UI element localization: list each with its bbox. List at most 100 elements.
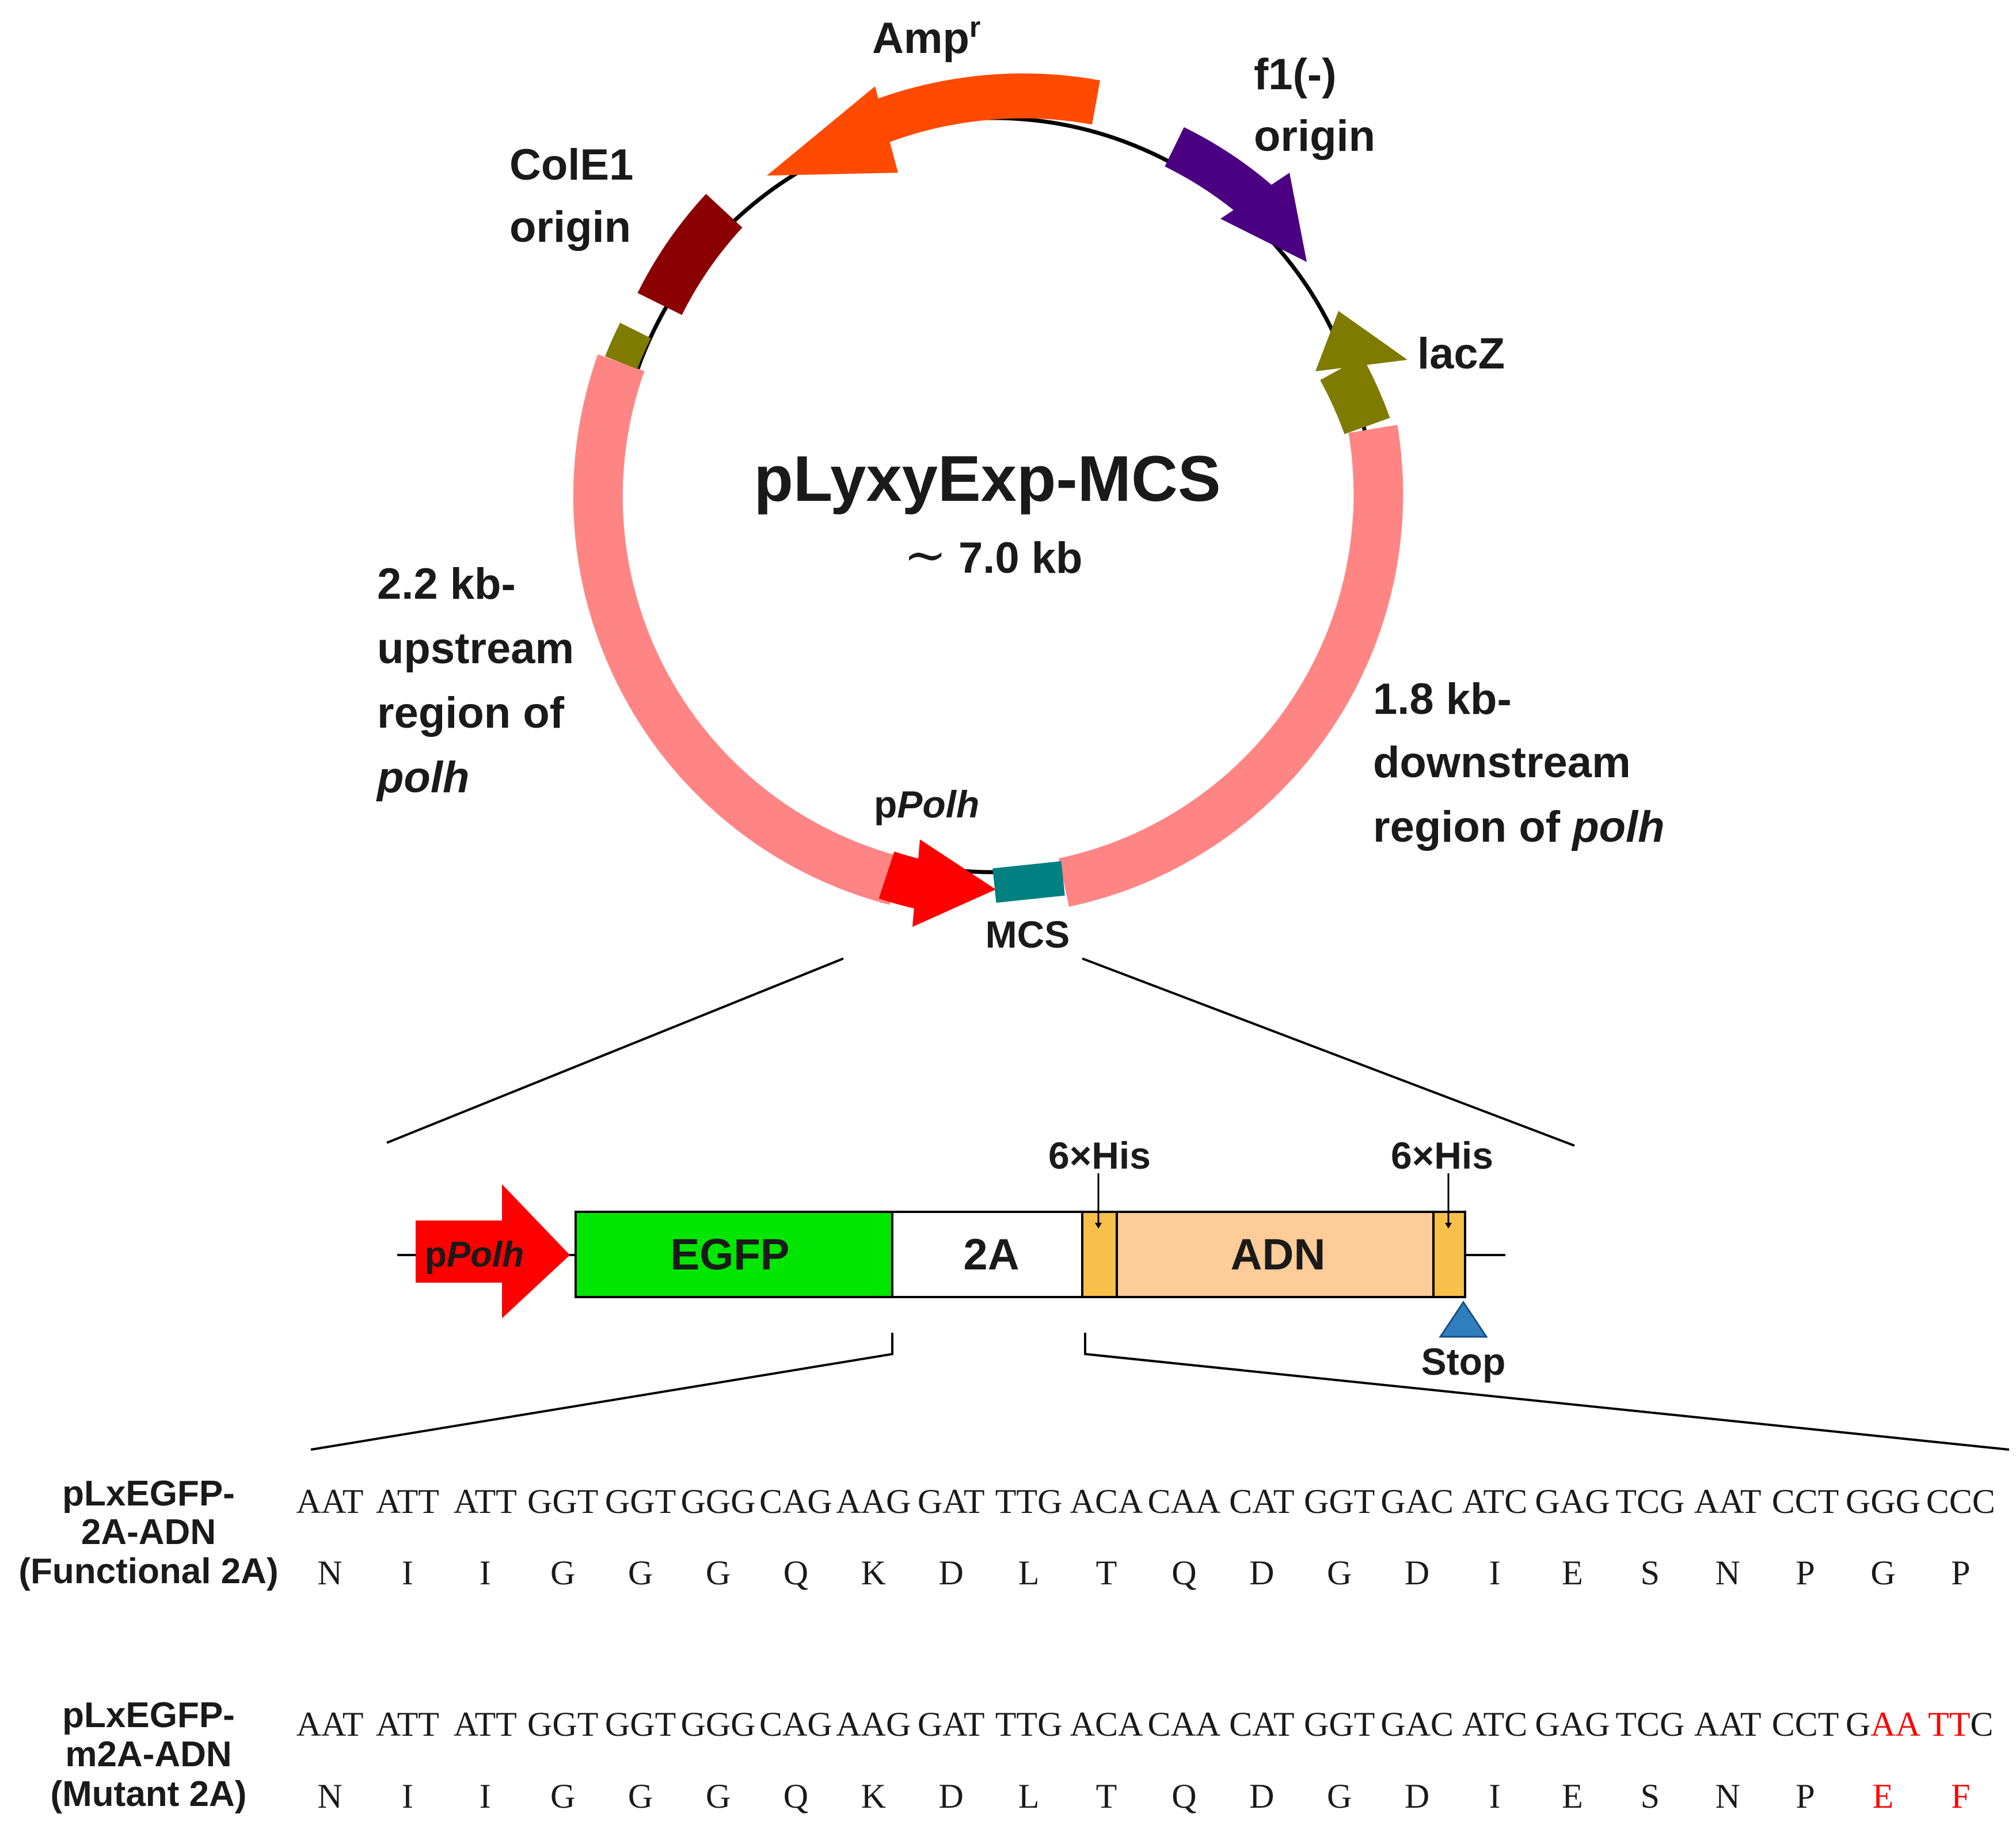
- construct1-codon: ACA: [1070, 1482, 1143, 1520]
- upstream-label-line2: upstream: [377, 624, 574, 673]
- construct2-amino-acid: I: [1489, 1777, 1501, 1815]
- construct2-amino-acid: Q: [1171, 1777, 1196, 1815]
- construct2-codon: CAG: [759, 1705, 832, 1743]
- construct1-codon: GGT: [527, 1482, 598, 1520]
- construct1-amino-acid: Q: [783, 1554, 808, 1592]
- construct1-amino-acid: S: [1641, 1554, 1660, 1592]
- construct1-amino-acid: D: [939, 1554, 964, 1592]
- ampr-label: Ampr: [872, 11, 980, 63]
- construct1-amino-acid: G: [1870, 1554, 1895, 1592]
- construct1-codon: CCC: [1926, 1482, 1995, 1520]
- construct1-name-line3: (Functional 2A): [18, 1552, 278, 1591]
- f1-origin-arrow-body: [1164, 127, 1276, 221]
- construct1-codon: ATT: [454, 1482, 517, 1520]
- construct1-amino-acid: G: [1327, 1554, 1352, 1592]
- ampr-label-base: Amp: [872, 14, 969, 63]
- mcs-label: MCS: [986, 913, 1070, 956]
- construct1-codon: TCG: [1615, 1482, 1684, 1520]
- downstream-label-line1: 1.8 kb-: [1373, 675, 1512, 724]
- zoom-line-right: [1082, 957, 1575, 1147]
- construct1-codon: CCT: [1772, 1482, 1839, 1520]
- construct1-codon: GAG: [1535, 1482, 1610, 1520]
- egfp-label: EGFP: [671, 1230, 790, 1279]
- adn-box: [1116, 1211, 1435, 1298]
- ampr-arrow-body: [851, 73, 1100, 150]
- downstream-label-line3-italic: polh: [1571, 803, 1664, 851]
- plasmid-map: pLyxyExp-MCS ~7.0 kb Ampr f1(-) origin C…: [376, 11, 1665, 956]
- zoom-line-left: [386, 957, 844, 1144]
- construct2-codon: CAT: [1229, 1705, 1294, 1743]
- construct1-amino-acid: T: [1096, 1554, 1117, 1592]
- construct2-amino-acid: S: [1641, 1777, 1660, 1815]
- construct2-codon: GAA: [1846, 1705, 1920, 1743]
- construct2-amino-acid: N: [317, 1777, 342, 1815]
- construct2-codon: ACA: [1070, 1705, 1143, 1743]
- construct1-codon: ATT: [376, 1482, 439, 1520]
- construct1-amino-acid: N: [317, 1554, 342, 1592]
- downstream-polh-region: [1059, 424, 1403, 907]
- construct1-codon: GGG: [1846, 1482, 1920, 1520]
- construct1-amino-acid: P: [1796, 1554, 1815, 1592]
- construct2-amino-acid: G: [1327, 1777, 1352, 1815]
- stop-triangle-icon: [1439, 1301, 1488, 1338]
- his-tag-right-label: 6×His: [1391, 1134, 1493, 1177]
- cole1-label-line1: ColE1: [509, 140, 633, 189]
- zoom-line-2a-right: [1084, 1333, 2010, 1451]
- construct1-codon: CAG: [759, 1482, 832, 1520]
- construct1-amino-acid: I: [402, 1554, 413, 1592]
- plasmid-size: ~7.0 kb: [904, 525, 1083, 585]
- construct2-codon: GAT: [918, 1705, 985, 1743]
- construct2-codon: ATC: [1462, 1705, 1527, 1743]
- zoom-line-2a-left: [310, 1333, 893, 1451]
- cole1-origin-block: [637, 193, 743, 315]
- ppolh-arrow-head: [912, 839, 996, 927]
- construct2-codon: AAT: [296, 1705, 364, 1743]
- downstream-label-line3: region of polh: [1373, 803, 1665, 851]
- construct2-codon: GGT: [1304, 1705, 1375, 1743]
- construct2-codon: GAC: [1380, 1705, 1454, 1743]
- cassette-ppolh-arrow: [416, 1184, 570, 1318]
- lacz-arrow-head: [1315, 311, 1408, 371]
- construct1-codon: TTG: [995, 1482, 1063, 1520]
- egfp-box: [575, 1211, 893, 1298]
- t2a-label: 2A: [963, 1230, 1019, 1279]
- construct2-codon: TTG: [995, 1705, 1063, 1743]
- construct2-name-line2: m2A-ADN: [65, 1735, 231, 1774]
- construct1-name-line1: pLxEGFP-: [62, 1474, 235, 1514]
- adn-label: ADN: [1231, 1230, 1326, 1279]
- upstream-label-line1: 2.2 kb-: [377, 560, 516, 609]
- construct2-codon: GGT: [527, 1705, 598, 1743]
- downstream-label-line3-text: region of: [1373, 803, 1572, 851]
- plasmid-size-value: 7.0 kb: [958, 534, 1082, 583]
- construct2-codon: AAG: [836, 1705, 911, 1743]
- construct2-codon: GAG: [1535, 1705, 1610, 1743]
- construct2-amino-acid: E: [1562, 1777, 1583, 1815]
- downstream-label-line2: downstream: [1373, 738, 1631, 787]
- ppolh-label-prefix: p: [874, 783, 897, 826]
- cassette-ppolh-italic: Polh: [447, 1235, 524, 1275]
- cassette-ppolh-prefix: p: [425, 1235, 447, 1275]
- construct2-amino-acid: D: [1249, 1777, 1274, 1815]
- f1-origin-label-line2: origin: [1254, 112, 1375, 161]
- ampr-arrow-head: [767, 86, 898, 176]
- construct2-amino-acid: P: [1796, 1777, 1815, 1815]
- construct2-amino-acid: G: [706, 1777, 731, 1815]
- plasmid-name: pLyxyExp-MCS: [754, 443, 1220, 515]
- lacz-fragment-block: [605, 322, 651, 370]
- expression-cassette: pPolh EGFP 2A ADN 6×His 6×His Stop: [397, 1134, 1505, 1383]
- lacz-arrow-body: [1319, 356, 1390, 435]
- his-tag-right-pointer-head: [1445, 1223, 1452, 1229]
- construct1-codon: GAT: [918, 1482, 985, 1520]
- cassette-ppolh-label: pPolh: [425, 1235, 524, 1275]
- construct2-amino-acid: G: [550, 1777, 575, 1815]
- construct1-amino-acid: D: [1405, 1554, 1429, 1592]
- construct1-amino-acid: L: [1018, 1554, 1040, 1592]
- construct2-amino-acid: N: [1715, 1777, 1740, 1815]
- construct1-codon: GGT: [1304, 1482, 1375, 1520]
- construct2-codon: TCG: [1615, 1705, 1684, 1743]
- upstream-polh-region: [573, 354, 902, 905]
- construct2-amino-acid: I: [480, 1777, 491, 1815]
